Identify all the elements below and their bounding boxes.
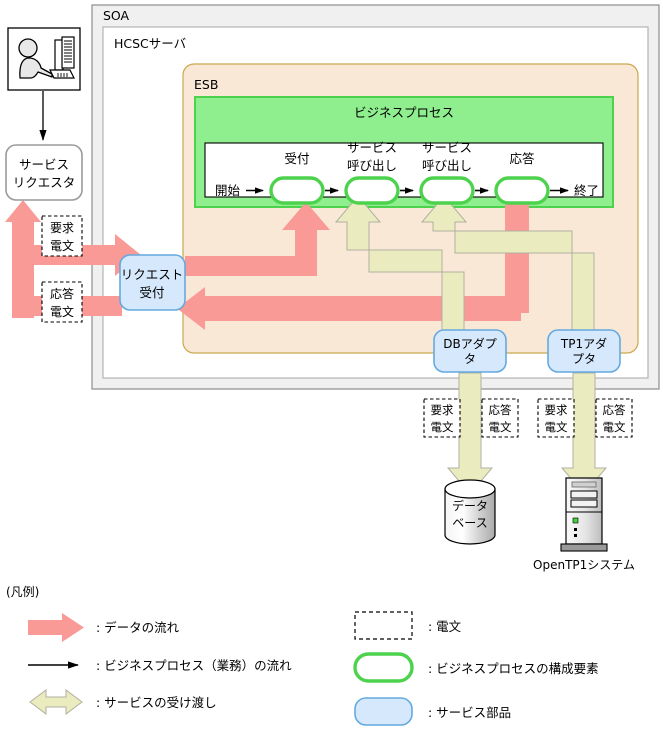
legend-blue-rect-row: : サービス部品 (354, 697, 511, 726)
db-adapter-box[interactable]: DBアダプ タ (433, 329, 507, 373)
soa-label: SOA (103, 8, 130, 23)
legend-green-rect-text: : ビジネスプロセスの構成要素 (428, 661, 599, 676)
process-node-3-label-line1: サービス (422, 140, 472, 155)
legend-yellow-arrow-row: : サービスの受け渡し (29, 689, 217, 715)
tp1-adapter-box[interactable]: TP1アダ プタ (547, 329, 621, 373)
legend-blue-rect-text: : サービス部品 (428, 705, 511, 720)
request-message-line1: 要求 (50, 221, 74, 235)
db-request-message-label: 要求 電文 (423, 398, 461, 438)
response-message-label-left: 応答 電文 (41, 281, 83, 323)
legend-green-rect-row: : ビジネスプロセスの構成要素 (353, 652, 599, 683)
request-receiver-label-line1: リクエスト (121, 267, 184, 282)
service-requester-label-line1: サービス (19, 157, 69, 172)
legend-yellow-arrow-text: : サービスの受け渡し (96, 695, 217, 710)
db-adapter-label-line1: DBアダプ (443, 336, 496, 351)
pink-block-arrow-icon (28, 613, 84, 642)
tp1-adapter-label-line1: TP1アダ (560, 336, 607, 351)
tp1-adapter-label-line2: プタ (572, 352, 596, 366)
tp1-response-line2: 電文 (603, 420, 626, 434)
legend-pink-arrow-text: : データの流れ (96, 620, 180, 635)
database-label-line2: ベース (452, 516, 487, 530)
user-at-computer-icon (7, 27, 81, 91)
tp1-request-message-label: 要求 電文 (537, 398, 575, 438)
legend-dashed-rect-text: : 電文 (428, 619, 462, 634)
dashed-rect-icon (354, 611, 413, 640)
legend-pink-arrow-row: : データの流れ (28, 613, 180, 642)
green-rounded-rect-icon (353, 652, 414, 683)
database-icon: データ ベース (444, 479, 496, 545)
tp1-response-line1: 応答 (603, 403, 626, 417)
db-request-line1: 要求 (431, 403, 454, 417)
process-node-3-label-line2: 呼び出し (422, 158, 472, 173)
process-start-label: 開始 (215, 183, 241, 198)
service-requester-label-line2: リクエスタ (13, 175, 76, 190)
db-response-message-label: 応答 電文 (481, 398, 519, 438)
request-message-label-left: 要求 電文 (41, 215, 83, 257)
tp1-response-message-label: 応答 電文 (595, 398, 633, 438)
legend-line-arrow-row: : ビジネスプロセス（業務）の流れ (28, 658, 292, 673)
request-message-line2: 電文 (50, 238, 74, 253)
legend-line-arrow-text: : ビジネスプロセス（業務）の流れ (96, 658, 292, 673)
tp1-request-line1: 要求 (545, 403, 568, 417)
process-node-3[interactable]: サービス 呼び出し (419, 140, 475, 205)
service-requester-box[interactable]: サービス リクエスタ (5, 144, 83, 201)
pink-data-flow-arrows (5, 195, 529, 330)
process-node-1-label: 受付 (284, 151, 309, 166)
db-request-line2: 電文 (431, 420, 454, 434)
opentp1-server-icon: OpenTP1システム (533, 477, 635, 572)
legend-title: (凡例) (6, 585, 39, 599)
esb-label: ESB (194, 77, 218, 92)
yellow-service-arrows (334, 195, 608, 495)
request-receiver-label-line2: 受付 (139, 285, 164, 300)
business-process-title: ビジネスプロセス (354, 105, 454, 120)
legend-dashed-rect-row: : 電文 (354, 611, 462, 640)
process-node-2-label-line2: 呼び出し (347, 158, 397, 173)
process-node-1[interactable]: 受付 (269, 151, 325, 205)
process-node-4-label: 応答 (509, 151, 535, 166)
process-node-2-label-line1: サービス (347, 140, 397, 155)
tp1-request-line2: 電文 (545, 420, 568, 434)
process-end-label: 終了 (574, 183, 599, 198)
yellow-double-arrow-icon (29, 689, 83, 715)
process-node-4[interactable]: 応答 (494, 151, 550, 205)
response-message-line2: 電文 (50, 304, 74, 319)
db-adapter-label-line2: タ (464, 352, 476, 366)
hcsc-server-label: HCSCサーバ (114, 36, 186, 51)
response-message-line1: 応答 (50, 286, 74, 301)
blue-rounded-rect-icon (354, 697, 413, 726)
request-receiver-box[interactable]: リクエスト 受付 (119, 254, 186, 311)
database-label-line1: データ (452, 498, 488, 513)
process-node-2[interactable]: サービス 呼び出し (344, 140, 400, 205)
db-response-line2: 電文 (489, 420, 512, 434)
db-response-line1: 応答 (489, 403, 512, 417)
opentp1-label: OpenTP1システム (533, 558, 635, 572)
